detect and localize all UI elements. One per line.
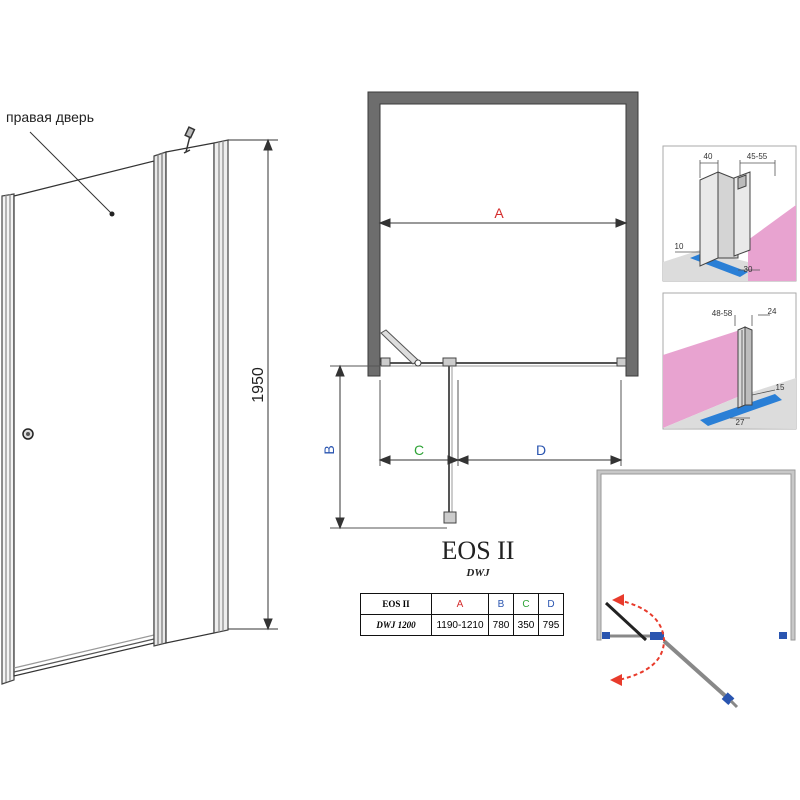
hinge-profile-detail-bottom: 48-58 24 15 27 xyxy=(662,292,797,430)
blue-seal-bottom xyxy=(700,394,782,426)
plan-view: A B xyxy=(321,91,639,530)
detail-top-dim-30: 30 xyxy=(744,265,753,274)
spec-header-a: A xyxy=(431,593,489,615)
model-title: EOS II xyxy=(441,536,515,565)
door-panel xyxy=(13,160,155,677)
wall-profile-detail-top: 40 45-55 10 30 xyxy=(662,145,797,282)
detail-bottom-dim-15: 15 xyxy=(776,383,785,392)
height-dimension-label: 1950 xyxy=(250,367,267,403)
left-wall-profile xyxy=(1,193,15,685)
hinge-block xyxy=(442,357,457,367)
spec-row-c: 350 xyxy=(513,614,539,636)
detail-top-dim-10: 10 xyxy=(675,242,684,251)
detail-bottom-dim-24: 24 xyxy=(768,307,777,316)
support-bracket xyxy=(183,126,196,154)
spec-row-d: 795 xyxy=(538,614,564,636)
dimension-c-label: C xyxy=(414,442,424,458)
door-swing-diagram xyxy=(596,469,796,709)
spec-header-c: C xyxy=(513,593,539,615)
swing-arc xyxy=(617,599,666,681)
spec-row-b: 780 xyxy=(488,614,514,636)
spec-header-model: EOS II xyxy=(360,593,432,615)
dimension-a-label: A xyxy=(494,205,504,221)
spec-table: EOS II A B C D DWJ 1200 1190-1210 780 35… xyxy=(360,593,564,636)
height-dimension xyxy=(228,138,278,631)
swing-door-open xyxy=(662,639,733,703)
spec-row-model: DWJ 1200 xyxy=(360,614,432,636)
detail-top-dim-45-55: 45-55 xyxy=(747,152,768,161)
dimension-d-label: D xyxy=(536,442,546,458)
model-subtitle: DWJ xyxy=(466,567,490,579)
fixed-panel xyxy=(165,142,215,644)
right-wall-profile xyxy=(213,139,229,634)
spec-table-header-row: EOS II A B C D xyxy=(360,593,564,615)
hinge-profile xyxy=(153,151,167,647)
spec-header-b: B xyxy=(488,593,514,615)
door-label-leader xyxy=(29,131,113,215)
dimension-b-label: B xyxy=(321,445,337,454)
detail-bottom-dim-27: 27 xyxy=(736,418,745,427)
door-perspective-view xyxy=(1,126,229,685)
spec-header-d: D xyxy=(538,593,564,615)
swing-door-closed xyxy=(604,601,648,642)
spec-table-row: DWJ 1200 1190-1210 780 350 795 xyxy=(360,614,564,636)
detail-top-dim-40: 40 xyxy=(704,152,713,161)
shower-walls xyxy=(367,91,639,377)
detail-bottom-dim-48-58: 48-58 xyxy=(712,309,733,318)
right-door-label: правая дверь xyxy=(6,109,94,125)
spec-row-a: 1190-1210 xyxy=(431,614,489,636)
door-label-leader-dot xyxy=(109,211,115,217)
